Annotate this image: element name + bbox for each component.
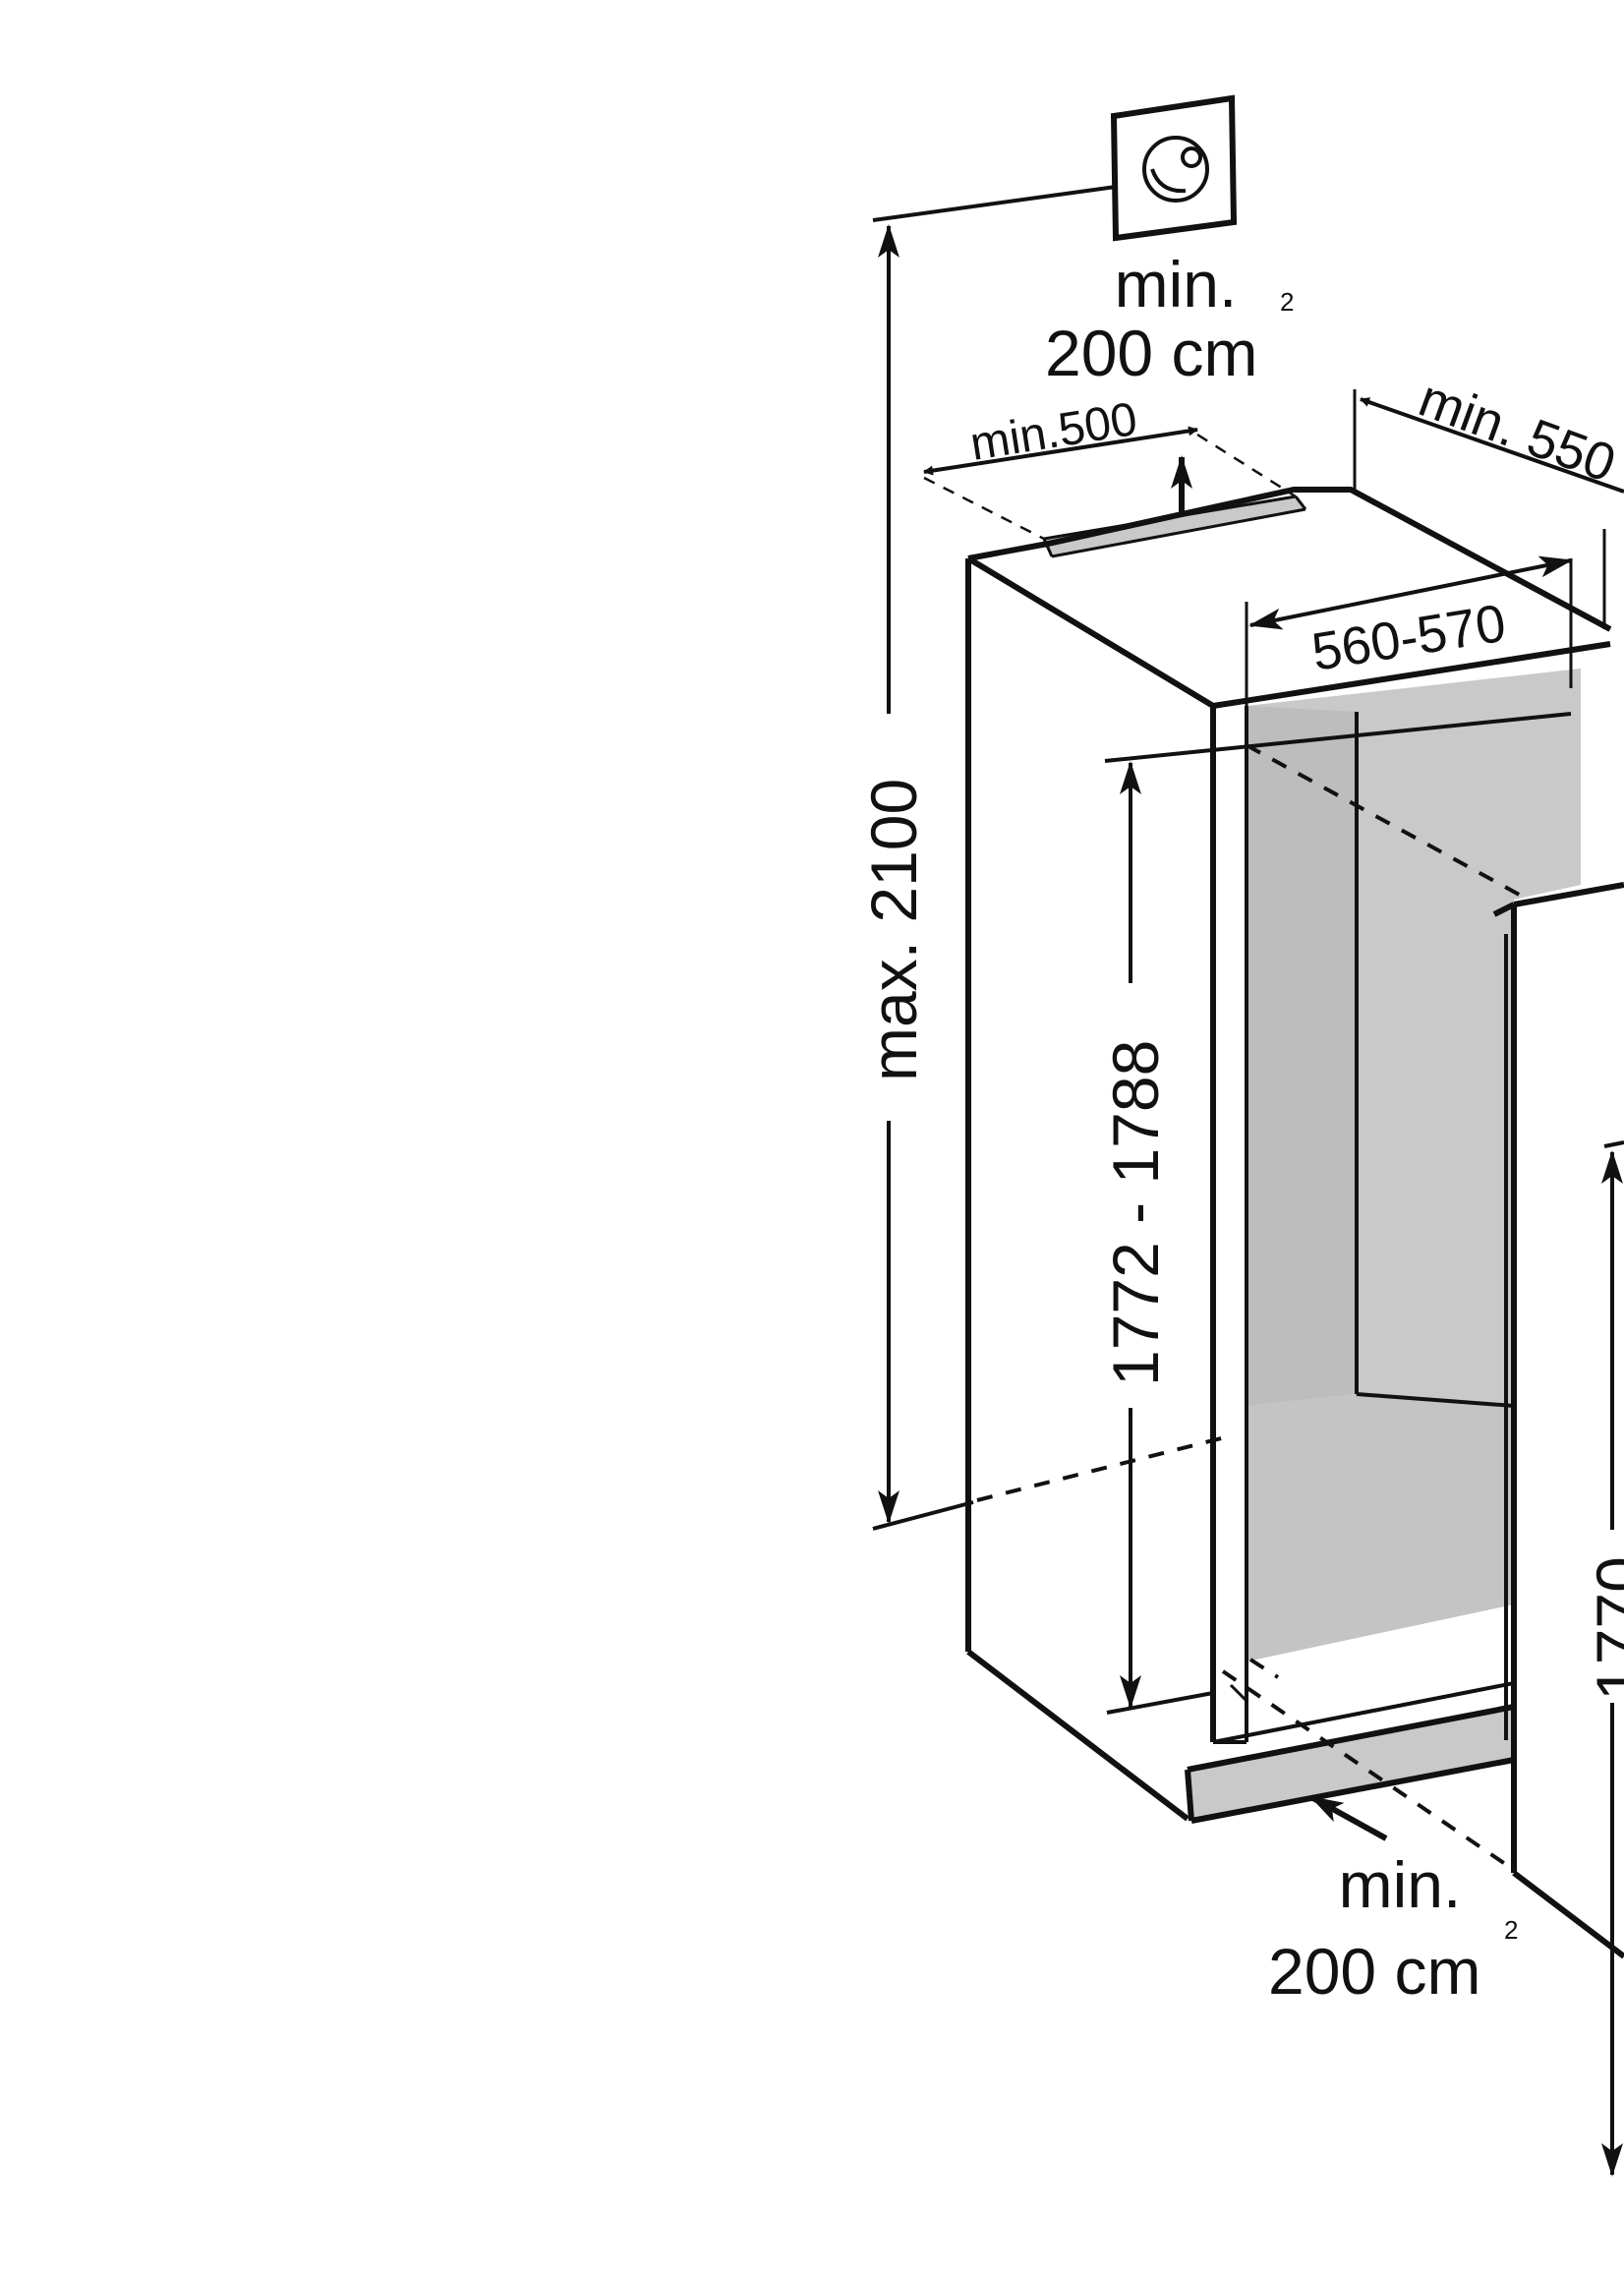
vent-width-dimension <box>923 426 1198 476</box>
vent-top-sup: 2 <box>1280 287 1294 317</box>
vent-top-line1: min. <box>1115 248 1238 321</box>
niche-cabinet <box>965 487 1612 1824</box>
appliance-height-dimension: 1770 <box>1583 1140 1624 2177</box>
niche-interior-side <box>1247 706 1357 1406</box>
vent-bottom-line1: min. <box>1339 1848 1462 1921</box>
power-socket-icon <box>1110 94 1238 242</box>
vent-bottom-sup: 2 <box>1504 1915 1518 1945</box>
niche-height-label: 1772 - 1788 <box>1099 1040 1172 1386</box>
vent-top-label: min. 200 cm 2 <box>1045 248 1294 389</box>
appliance-front <box>1221 882 1624 1959</box>
max-height-dimension: max. 2100 <box>857 224 1234 1531</box>
depth-label: min. 550 <box>1412 369 1623 494</box>
power-socket <box>872 94 1238 242</box>
niche-interior-floor <box>1247 1394 1514 1662</box>
depth-dimension: min. 550 <box>1353 369 1624 629</box>
cabinet-top-outline <box>967 487 1612 632</box>
vent-bottom-arrow <box>1309 1794 1388 1841</box>
niche-height-dimension: 1772 - 1788 <box>1099 712 1572 1715</box>
appliance-height-label: 1770 <box>1583 1556 1624 1701</box>
vent-bottom: min. 200 cm 2 <box>1268 1794 1518 2008</box>
socket-lead-line <box>872 185 1117 222</box>
vent-width-label: min.500 <box>966 393 1140 471</box>
vent-bottom-line2: 200 cm <box>1268 1935 1480 2008</box>
max-height-label: max. 2100 <box>857 779 930 1081</box>
vent-top-line2: 200 cm <box>1045 317 1257 389</box>
